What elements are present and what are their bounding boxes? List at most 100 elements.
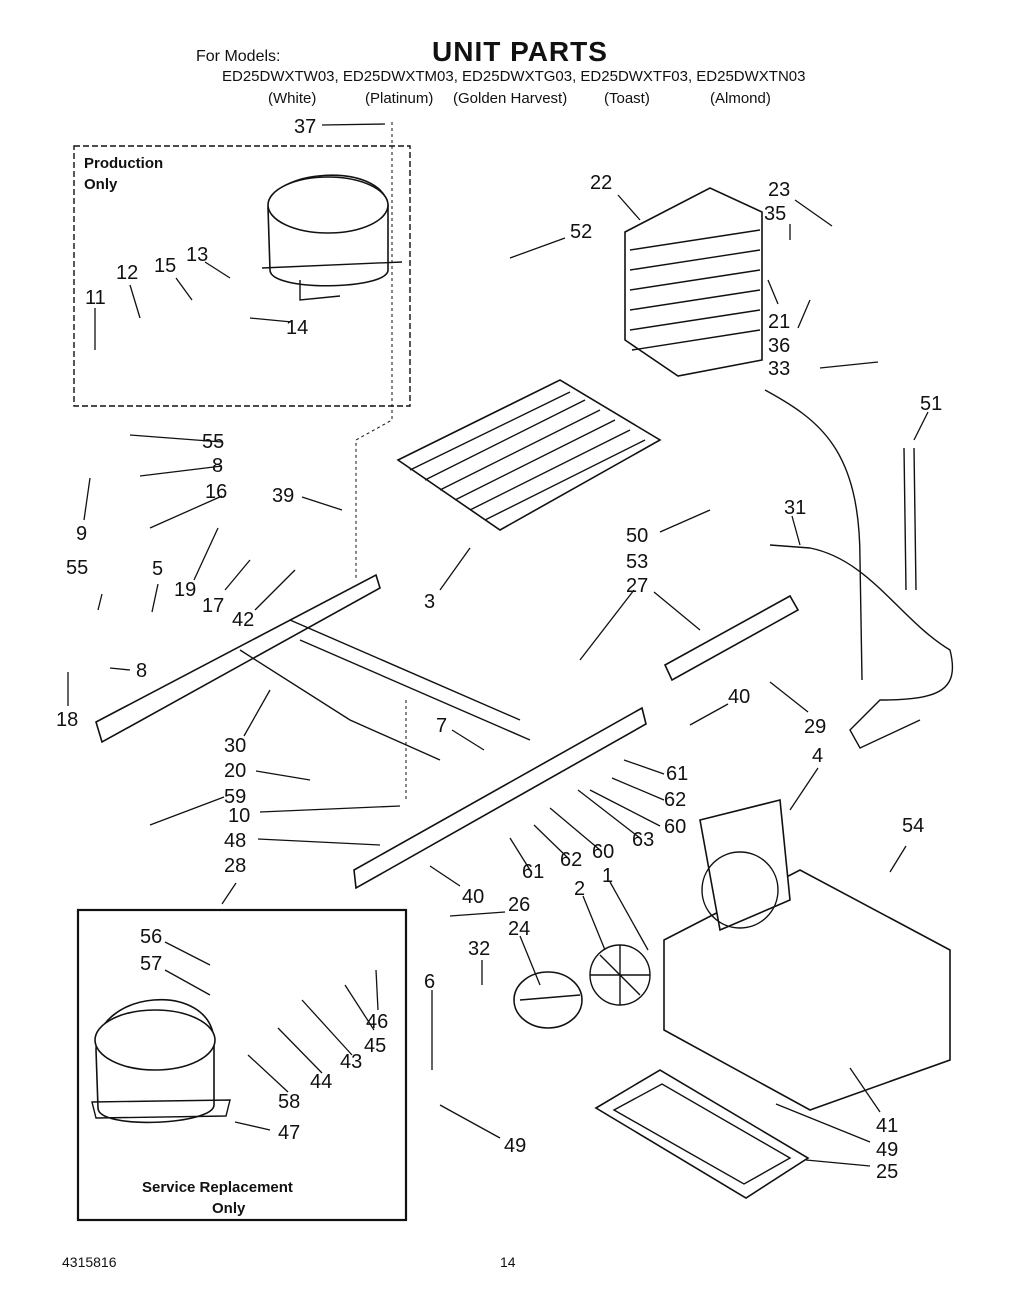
callout-37: 37: [294, 116, 316, 138]
callout-43: 43: [340, 1051, 362, 1073]
callout-42: 42: [232, 609, 254, 631]
production-label-1: Production: [84, 155, 163, 172]
callout-54: 54: [902, 815, 924, 837]
callout-57: 57: [140, 953, 162, 975]
condenser-coil: [624, 187, 763, 377]
callout-40b: 40: [462, 886, 484, 908]
callout-17: 17: [202, 595, 224, 617]
callout-6: 6: [424, 971, 435, 993]
callout-11: 11: [85, 287, 106, 309]
callout-49b: 49: [876, 1139, 898, 1161]
callout-5: 5: [152, 558, 163, 580]
callout-55: 55: [202, 431, 224, 453]
callout-51: 51: [920, 393, 942, 415]
callout-61b: 61: [522, 861, 544, 883]
callout-1: 1: [602, 865, 613, 887]
callout-36: 36: [768, 335, 790, 357]
for-models-label: For Models:: [196, 48, 281, 65]
callout-12: 12: [116, 262, 138, 284]
color-almond: (Almond): [710, 90, 771, 107]
callout-60b: 60: [592, 841, 614, 863]
callout-14: 14: [286, 317, 308, 339]
dashed-leader: [355, 122, 393, 580]
callout-labels: 37 22 52 23 35 13 15 12 11 14 21 36 33 5…: [56, 116, 942, 1183]
base-plate: [663, 798, 951, 1111]
callout-16: 16: [205, 481, 227, 503]
callout-24: 24: [508, 918, 530, 940]
callout-4: 4: [812, 745, 823, 767]
callout-52: 52: [570, 221, 592, 243]
drier: [663, 594, 800, 682]
callout-62b: 62: [560, 849, 582, 871]
evaporator-coil: [396, 379, 662, 531]
frame-rails: [95, 573, 647, 890]
callout-62: 62: [664, 789, 686, 811]
callout-49: 49: [504, 1135, 526, 1157]
callout-46: 46: [366, 1011, 388, 1033]
callout-35: 35: [764, 203, 786, 225]
model-numbers: ED25DWXTW03, ED25DWXTM03, ED25DWXTG03, E…: [222, 68, 806, 85]
service-label-2: Only: [212, 1200, 246, 1217]
color-golden-harvest: (Golden Harvest): [453, 90, 568, 107]
callout-29: 29: [804, 716, 826, 738]
callout-leaders: [67, 123, 929, 1167]
callout-44: 44: [310, 1071, 332, 1093]
page-number: 14: [500, 1254, 516, 1270]
callout-40: 40: [728, 686, 750, 708]
callout-63: 63: [632, 829, 654, 851]
callout-55b: 55: [66, 557, 88, 579]
callout-50: 50: [626, 525, 648, 547]
callout-7: 7: [436, 715, 447, 737]
callout-8: 8: [212, 455, 223, 477]
callout-59: 59: [224, 786, 246, 808]
callout-31: 31: [784, 497, 806, 519]
callout-60: 60: [664, 816, 686, 838]
page-title: UNIT PARTS: [432, 36, 608, 67]
callout-18: 18: [56, 709, 78, 731]
drain-pan: [594, 1069, 810, 1199]
production-label-2: Only: [84, 176, 118, 193]
service-replacement-box: [76, 908, 408, 1222]
callout-47: 47: [278, 1122, 300, 1144]
fan-blade: [589, 944, 651, 1006]
service-label-1: Service Replacement: [142, 1179, 293, 1196]
compressor-service: [91, 998, 231, 1124]
production-only-box: [73, 145, 411, 407]
document-number: 4315816: [62, 1254, 117, 1270]
callout-22: 22: [590, 172, 612, 194]
callout-13: 13: [186, 244, 208, 266]
callout-23: 23: [768, 179, 790, 201]
color-white: (White): [268, 90, 317, 107]
callout-32: 32: [468, 938, 490, 960]
callout-20: 20: [224, 760, 246, 782]
callout-3: 3: [424, 591, 435, 613]
tube-31: [769, 544, 954, 749]
callout-21: 21: [768, 311, 790, 333]
callout-30: 30: [224, 735, 246, 757]
callout-58: 58: [278, 1091, 300, 1113]
callout-27: 27: [626, 575, 648, 597]
callout-33: 33: [768, 358, 790, 380]
callout-10: 10: [228, 805, 250, 827]
callout-53: 53: [626, 551, 648, 573]
callout-28: 28: [224, 855, 246, 877]
callout-19: 19: [174, 579, 196, 601]
color-platinum: (Platinum): [365, 90, 434, 107]
callout-45: 45: [364, 1035, 386, 1057]
callout-39: 39: [272, 485, 294, 507]
callout-56: 56: [140, 926, 162, 948]
tube-51: [903, 447, 917, 591]
callout-8b: 8: [136, 660, 147, 682]
callout-61: 61: [666, 763, 688, 785]
callout-25: 25: [876, 1161, 898, 1183]
callout-2: 2: [574, 878, 585, 900]
callout-15: 15: [154, 255, 176, 277]
long-tube: [764, 389, 863, 681]
color-toast: (Toast): [604, 90, 650, 107]
callout-26: 26: [508, 894, 530, 916]
fan-motor: [513, 971, 583, 1029]
compressor-production: [261, 174, 403, 301]
callout-9: 9: [76, 523, 87, 545]
callout-48: 48: [224, 830, 246, 852]
